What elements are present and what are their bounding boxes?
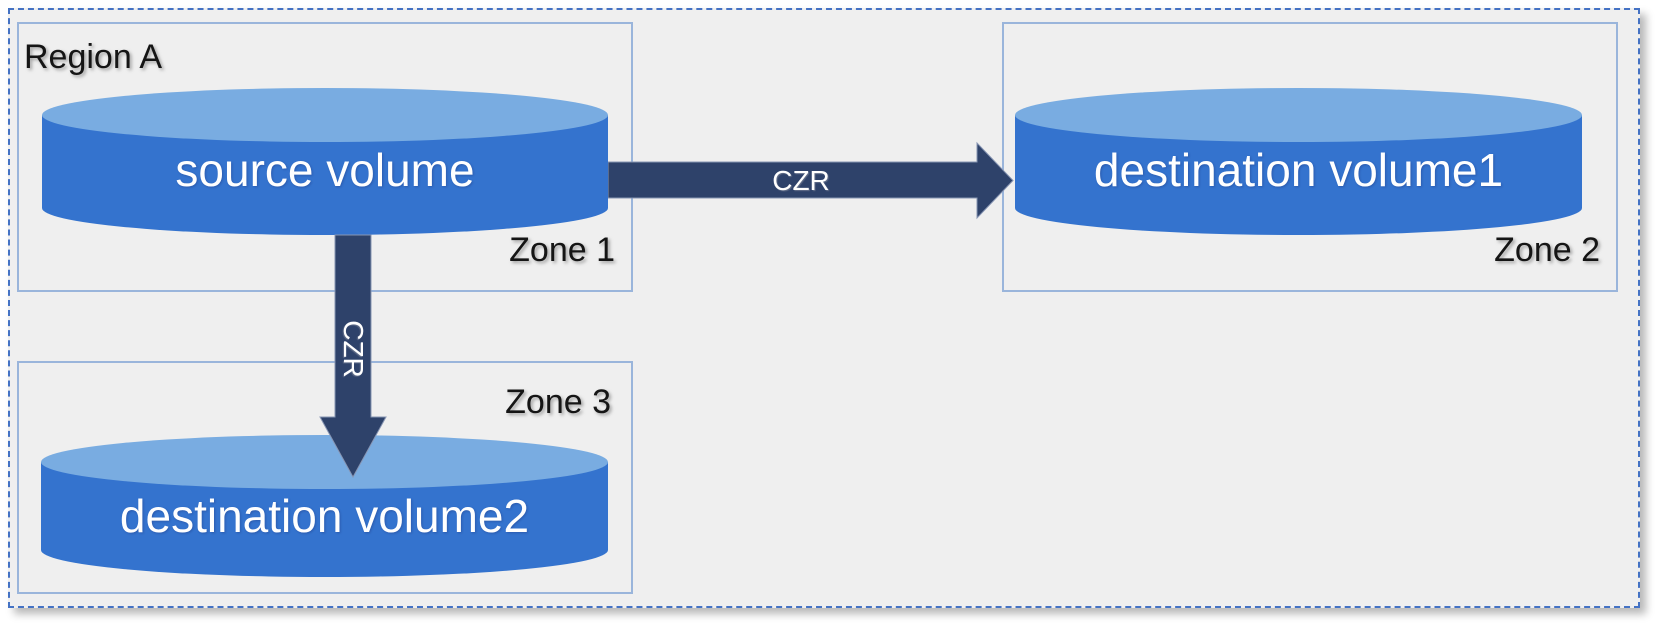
destination-volume1-label: destination volume1 bbox=[1093, 144, 1504, 196]
zone1-label: Zone 1 bbox=[509, 231, 615, 269]
destination-volume1-cylinder-body bbox=[1015, 115, 1582, 236]
destination-volume2-cylinder-top bbox=[41, 435, 608, 489]
zone3-label: Zone 3 bbox=[505, 383, 611, 421]
region-label: Region A bbox=[24, 38, 162, 76]
zone3-box: Zone 3 bbox=[17, 361, 633, 594]
czr-vertical-arrow-label: CZR bbox=[338, 320, 369, 378]
zone2-box: Zone 2 bbox=[1002, 22, 1618, 292]
zone2-label: Zone 2 bbox=[1494, 231, 1600, 269]
destination-volume1-cylinder-top bbox=[1015, 88, 1582, 142]
destination-volume2-label: destination volume2 bbox=[119, 490, 530, 542]
source-volume-label: source volume bbox=[175, 144, 475, 196]
diagram-shapes bbox=[41, 88, 1582, 577]
czr-horizontal-arrow-shape bbox=[607, 141, 1014, 220]
zone1-box: Zone 1 bbox=[17, 22, 633, 292]
destination-volume2-cylinder-body bbox=[41, 462, 608, 577]
region-a-frame: Region A Zone 1 Zone 2 Zone 3 source vol… bbox=[8, 8, 1640, 608]
czr-horizontal-arrow-label: CZR bbox=[772, 165, 830, 196]
source-volume-cylinder-top bbox=[42, 88, 608, 142]
source-volume-cylinder-body bbox=[42, 115, 608, 235]
czr-vertical-arrow-shape bbox=[319, 234, 387, 479]
